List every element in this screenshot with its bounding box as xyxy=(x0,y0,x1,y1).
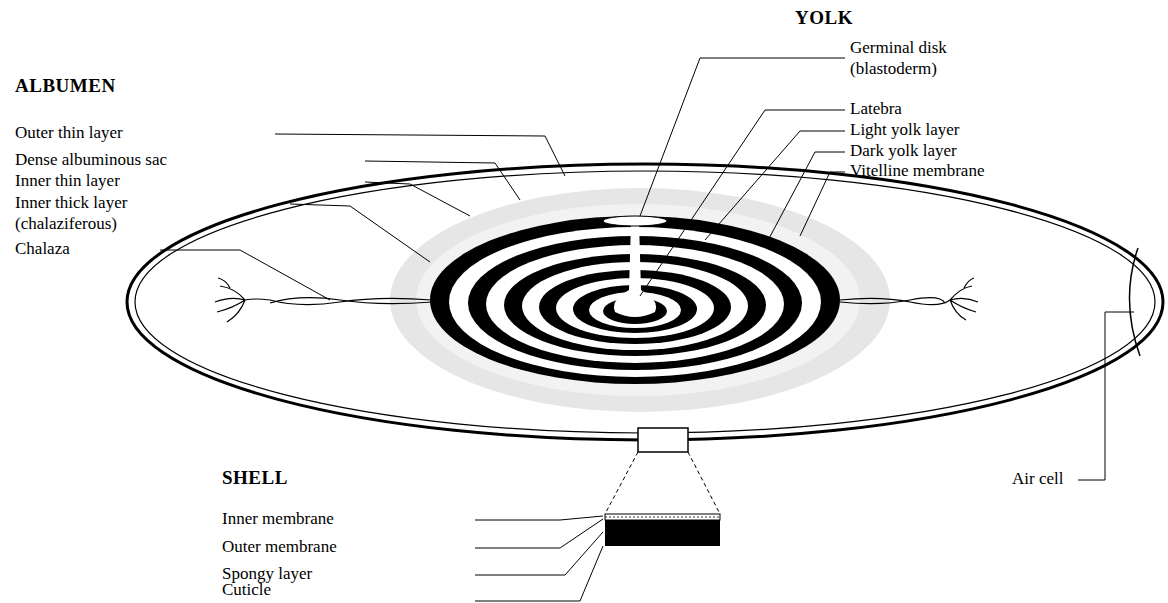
part-label: Latebra xyxy=(850,99,902,120)
part-label: Outer thin layer xyxy=(15,123,123,144)
part-label: Inner thick layer (chalaziferous) xyxy=(15,193,185,234)
part-label: Light yolk layer xyxy=(850,120,960,141)
part-label: Cuticle xyxy=(222,580,271,601)
shell-membranes xyxy=(605,514,720,520)
spongy-layer xyxy=(605,520,720,546)
leader-line xyxy=(160,58,1134,601)
shell-membrane xyxy=(135,171,1155,433)
part-label: Dark yolk layer xyxy=(850,141,957,162)
part-label: Vitelline membrane xyxy=(850,161,984,182)
section-heading: SHELL xyxy=(222,466,288,489)
part-label: Inner membrane xyxy=(222,509,334,530)
inner-thin-albumen xyxy=(416,204,860,396)
air-cell xyxy=(1129,248,1140,356)
shell-inset-marker xyxy=(638,428,688,452)
yolk-rings xyxy=(430,216,840,384)
section-heading: ALBUMEN xyxy=(15,74,116,97)
inset-guide xyxy=(605,452,720,514)
part-label: Inner thin layer xyxy=(15,171,120,192)
shell-outline xyxy=(127,164,1163,440)
germinal-disk xyxy=(603,216,667,226)
part-label: Germinal disk (blastoderm) xyxy=(850,38,980,79)
dense-albumen xyxy=(390,188,890,412)
part-label: Air cell xyxy=(1012,469,1063,490)
latebra xyxy=(614,222,656,317)
part-label: Dense albuminous sac xyxy=(15,150,167,171)
part-label: Chalaza xyxy=(15,239,70,260)
section-heading: YOLK xyxy=(795,6,853,29)
part-label: Outer membrane xyxy=(222,537,337,558)
